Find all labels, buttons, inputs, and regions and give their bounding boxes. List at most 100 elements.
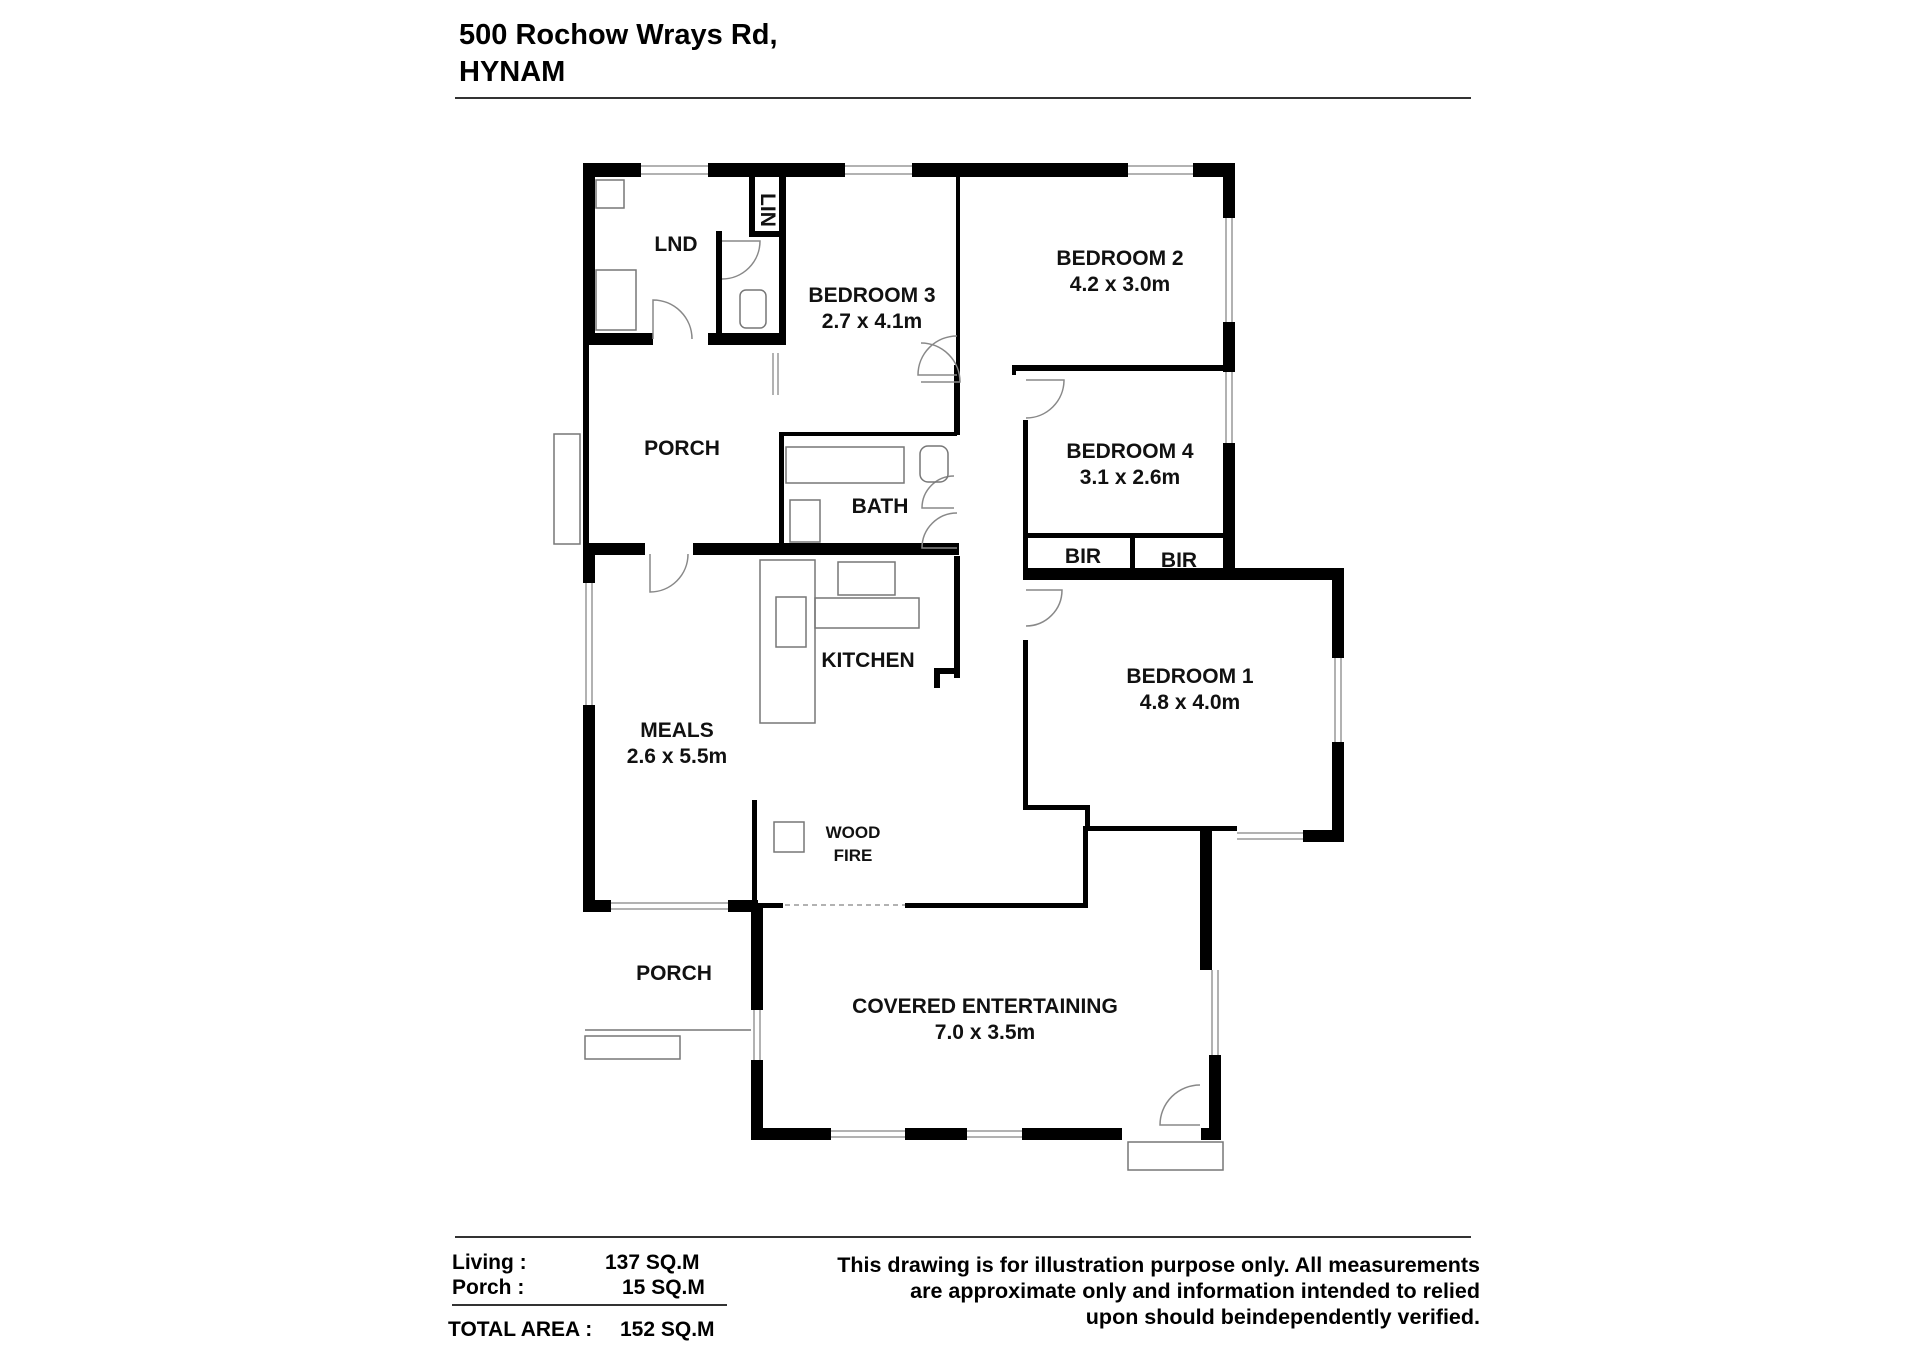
lnd-label: LND — [654, 233, 697, 256]
wall-segment — [583, 543, 595, 583]
disclaimer-line-2: are approximate only and information int… — [910, 1279, 1480, 1303]
wall-segment — [1223, 163, 1235, 218]
lin-label: LIN — [756, 193, 779, 227]
wall-segment — [583, 333, 653, 345]
disclaimer-line-3: upon should beindependently verified. — [1085, 1305, 1480, 1329]
window — [641, 165, 708, 175]
bedroom2-label: BEDROOM 2 — [1056, 247, 1183, 270]
toilet — [919, 445, 949, 483]
bath-label: BATH — [852, 495, 909, 518]
door-swing — [921, 512, 958, 549]
wall-segment — [583, 900, 611, 912]
bir2-label: BIR — [1161, 549, 1197, 572]
wall-segment — [779, 432, 957, 436]
wall-segment — [728, 900, 758, 912]
wall-segment — [716, 231, 722, 341]
wall-segment — [583, 705, 595, 905]
wall-segment — [1023, 533, 1233, 538]
porch-value: 15 SQ.M — [622, 1276, 705, 1299]
living-label: Living : — [452, 1251, 527, 1274]
wall-segment — [1200, 830, 1212, 970]
wall-segment — [583, 543, 645, 555]
room-labels: LND LIN BEDROOM 3 2.7 x 4.1m BEDROOM 2 4… — [627, 193, 1254, 1044]
washer — [595, 269, 637, 331]
wall-segment — [912, 163, 1128, 177]
living-value: 137 SQ.M — [605, 1251, 700, 1274]
window — [967, 1130, 1022, 1138]
window — [772, 353, 779, 395]
wall-segment — [954, 556, 960, 676]
window — [845, 165, 912, 175]
kitchen-label: KITCHEN — [821, 649, 914, 672]
wall-segment — [779, 432, 784, 547]
window — [831, 1130, 905, 1138]
porch-steps — [553, 433, 581, 545]
bathtub — [785, 446, 905, 484]
cooktop — [837, 561, 896, 596]
window — [611, 902, 728, 910]
door-swing — [721, 240, 761, 280]
meals-size: 2.6 x 5.5m — [627, 745, 727, 768]
door-swing — [917, 335, 958, 376]
total-area-label: TOTAL AREA : — [448, 1318, 593, 1341]
windows — [585, 165, 1342, 1138]
bir1-label: BIR — [1065, 545, 1101, 568]
disclaimer: This drawing is for illustration purpose… — [720, 1252, 1480, 1330]
wall-segment — [751, 1060, 763, 1140]
fixtures — [553, 179, 1224, 1171]
kitchen-bench — [759, 559, 816, 724]
walls — [583, 163, 1344, 1140]
bedroom4-size: 3.1 x 2.6m — [1080, 466, 1180, 489]
wall-segment — [1023, 805, 1087, 810]
wall-segment — [779, 177, 786, 345]
door-swing — [921, 475, 955, 509]
bedroom1-size: 4.8 x 4.0m — [1140, 691, 1240, 714]
wall-segment — [583, 163, 641, 177]
wall-segment — [583, 341, 589, 546]
wall-segment — [1223, 322, 1235, 372]
wood-fire-unit — [773, 821, 805, 853]
toilet — [739, 289, 767, 329]
wall-segment — [708, 333, 783, 345]
door-swing — [920, 342, 961, 383]
covered-entertaining-size: 7.0 x 3.5m — [935, 1021, 1035, 1044]
kitchen-bench — [814, 597, 920, 629]
wall-segment — [1130, 538, 1135, 573]
doors — [649, 240, 1201, 1126]
porch-label: Porch : — [452, 1276, 525, 1299]
window — [1237, 832, 1303, 840]
window — [1334, 658, 1342, 742]
wall-segment — [1303, 830, 1344, 842]
wall-segment — [1012, 365, 1234, 371]
wall-segment — [905, 1128, 967, 1140]
window — [1225, 218, 1233, 322]
wall-segment — [693, 543, 959, 555]
wall-segment — [753, 903, 783, 908]
wall-segment — [956, 177, 960, 372]
wall-segment — [1083, 826, 1088, 908]
bedroom3-label: BEDROOM 3 — [808, 284, 935, 307]
wall-segment — [1332, 742, 1344, 842]
steps — [1127, 1141, 1224, 1171]
wall-segment — [752, 800, 757, 910]
meals-label: MEALS — [640, 719, 714, 742]
porch-bottom-label: PORCH — [636, 962, 712, 985]
wall-segment — [1209, 1055, 1221, 1140]
wall-segment — [905, 903, 1088, 908]
wall-segment — [1332, 568, 1344, 658]
bedroom1-label: BEDROOM 1 — [1126, 665, 1254, 688]
wall-segment — [1023, 420, 1028, 575]
laundry-tub — [595, 179, 625, 209]
footer-divider — [455, 1236, 1471, 1238]
wall-segment — [751, 1128, 831, 1140]
bedroom4-label: BEDROOM 4 — [1066, 440, 1194, 463]
wall-segment — [1023, 568, 1343, 580]
bedroom2-size: 4.2 x 3.0m — [1070, 273, 1170, 296]
wall-segment — [749, 177, 755, 233]
covered-entertaining-label: COVERED ENTERTAINING — [852, 995, 1118, 1018]
door-swing — [1159, 1084, 1201, 1126]
wall-segment — [1022, 1128, 1122, 1140]
address-line-2: HYNAM — [459, 56, 566, 88]
wall-segment — [749, 231, 784, 237]
